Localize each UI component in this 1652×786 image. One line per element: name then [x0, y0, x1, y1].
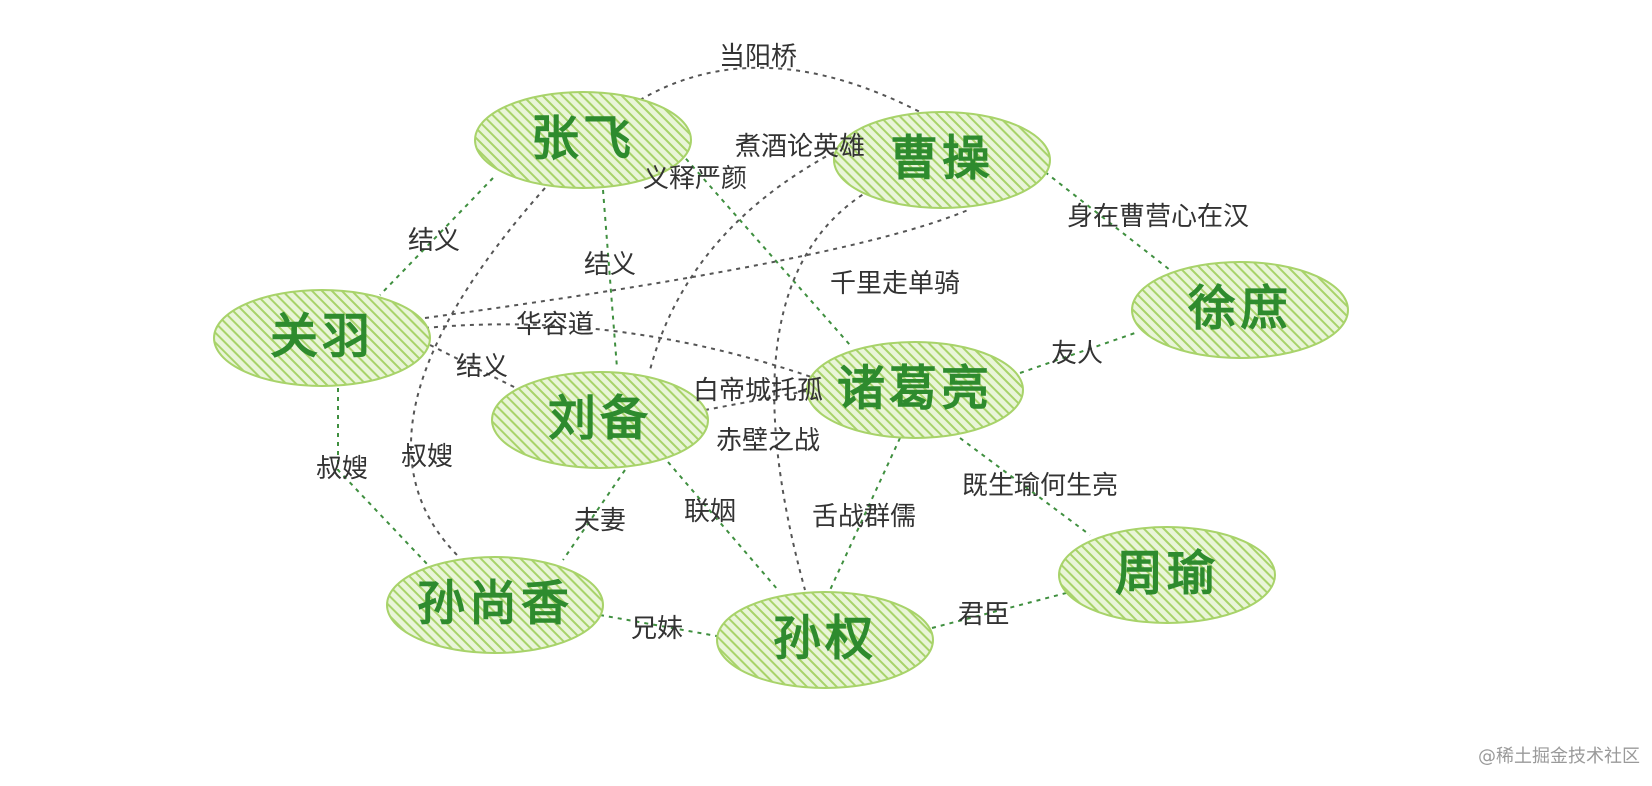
- node-ellipse: [474, 91, 692, 189]
- node-ellipse: [491, 371, 709, 469]
- edge-label-jieyi1: 结义: [408, 226, 460, 256]
- edge-lianyin: [667, 461, 779, 591]
- edge-label-shezhan: 舌战群儒: [812, 502, 916, 532]
- edge-chibi: [773, 189, 871, 591]
- node-label: 孙尚香: [417, 576, 573, 632]
- node-ellipse: [806, 341, 1024, 439]
- edge-label-junchen: 君臣: [958, 600, 1010, 630]
- node-label: 周瑜: [1115, 546, 1219, 602]
- edge-jieyi3: [429, 344, 521, 391]
- edge-label-yishi: 义释严颜: [643, 164, 747, 194]
- edge-label-lianyin: 联姻: [684, 497, 736, 527]
- edge-xiongmei: [599, 614, 723, 638]
- node-label: 张飞: [531, 111, 635, 167]
- node-liubei[interactable]: 刘备: [491, 371, 709, 469]
- edge-shezhan: [829, 437, 901, 591]
- edge-shusao2: [410, 187, 546, 559]
- edge-jisheng: [959, 437, 1091, 536]
- node-xushu[interactable]: 徐庶: [1131, 261, 1349, 359]
- edge-junchen: [931, 591, 1071, 629]
- edge-label-jisheng: 既生瑜何生亮: [962, 471, 1118, 501]
- edge-label-shusao2: 叔嫂: [401, 442, 453, 472]
- node-caocao[interactable]: 曹操: [833, 111, 1051, 209]
- edge-dangyang: [639, 66, 921, 113]
- edge-label-shenzai: 身在曹营心在汉: [1067, 202, 1249, 232]
- edge-label-fuqi: 夫妻: [574, 506, 626, 536]
- edge-label-huarong: 华容道: [516, 310, 594, 340]
- node-ellipse: [386, 556, 604, 654]
- edge-baidi: [704, 387, 823, 411]
- edge-label-youren: 友人: [1051, 339, 1103, 369]
- node-sunquan[interactable]: 孙权: [716, 591, 934, 689]
- edge-label-qianli: 千里走单骑: [830, 269, 960, 299]
- node-ellipse: [833, 111, 1051, 209]
- edge-label-baidi: 白帝城托孤: [693, 376, 823, 406]
- node-ellipse: [1058, 526, 1276, 624]
- node-zhangfei[interactable]: 张飞: [474, 91, 692, 189]
- edge-labels-layer: 当阳桥煮酒论英雄义释严颜身在曹营心在汉千里走单骑结义结义结义华容道友人白帝城托孤…: [316, 42, 1249, 644]
- edge-label-chibi: 赤壁之战: [716, 426, 820, 456]
- edge-yishi: [679, 151, 851, 346]
- node-ellipse: [213, 289, 431, 387]
- edge-jieyi1: [379, 177, 494, 296]
- edge-label-xiongmei: 兄妹: [631, 614, 683, 644]
- edge-label-dangyang: 当阳桥: [719, 42, 797, 72]
- node-zhouyu[interactable]: 周瑜: [1058, 526, 1276, 624]
- edge-shusao1: [337, 388, 429, 566]
- edges-layer: [337, 66, 1171, 638]
- edge-huarong: [424, 323, 821, 381]
- node-label: 诸葛亮: [837, 361, 993, 417]
- node-label: 徐庶: [1187, 281, 1292, 337]
- edge-qianli: [424, 209, 969, 319]
- node-label: 刘备: [548, 391, 652, 447]
- node-ellipse: [716, 591, 934, 689]
- node-label: 曹操: [890, 131, 994, 187]
- edge-zhuojiu: [649, 139, 859, 371]
- edge-jieyi2: [602, 189, 618, 369]
- edge-fuqi: [562, 469, 626, 561]
- node-label: 关羽: [270, 309, 374, 365]
- node-guanyu[interactable]: 关羽: [213, 289, 431, 387]
- edge-label-jieyi2: 结义: [584, 250, 636, 280]
- edge-youren: [1019, 332, 1136, 374]
- node-zhugeliang[interactable]: 诸葛亮: [806, 341, 1024, 439]
- node-label: 孙权: [773, 611, 877, 667]
- edge-label-shusao1: 叔嫂: [316, 454, 368, 484]
- edge-label-zhuojiu: 煮酒论英雄: [735, 132, 865, 162]
- watermark: @稀土掘金技术社区: [1478, 746, 1640, 767]
- edge-label-jieyi3: 结义: [456, 352, 508, 382]
- node-sunshangxiang[interactable]: 孙尚香: [386, 556, 604, 654]
- node-ellipse: [1131, 261, 1349, 359]
